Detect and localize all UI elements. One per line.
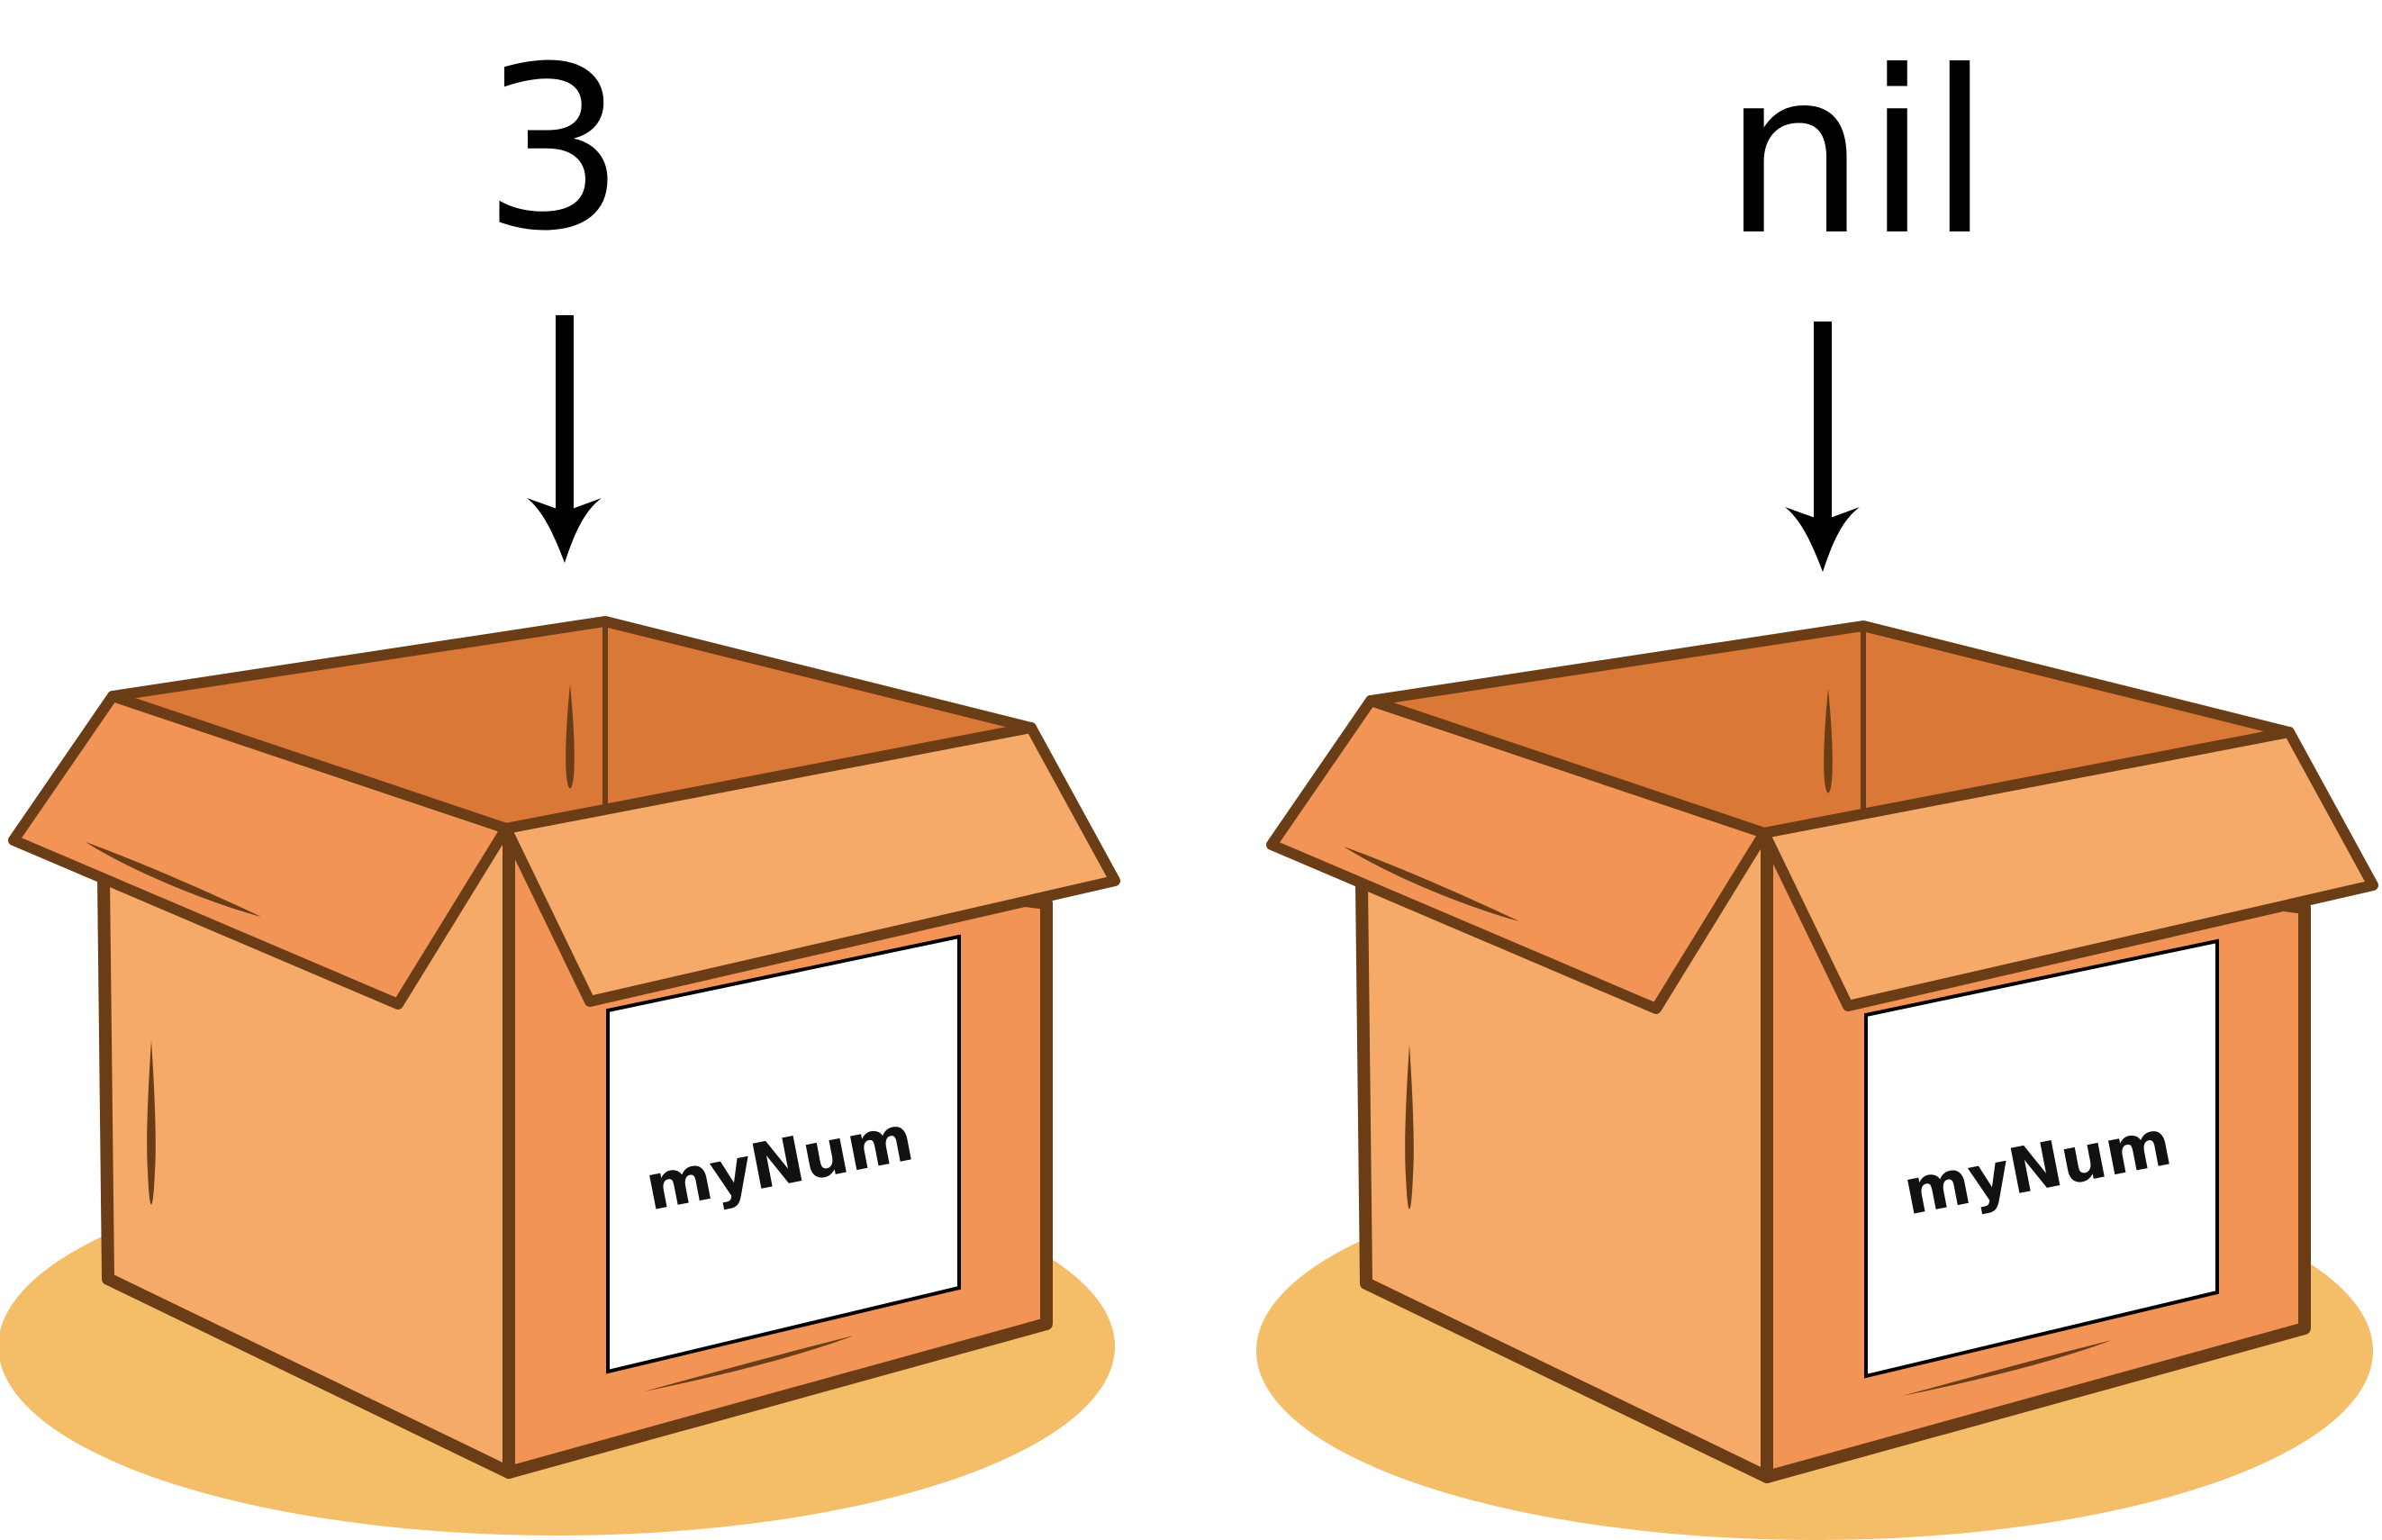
scratch-mark [1902,1340,2112,1396]
arrow-shaft-left [556,315,574,515]
scratch-mark [566,684,575,789]
value-text-right: nil [1723,23,1990,285]
scratch-mark [1824,689,1833,793]
value-text-left: 3 [482,18,625,280]
arrow-right [1785,322,1860,572]
label-card-bg-left [606,934,961,1374]
scratch-mark [1344,847,1519,921]
label-card-left: myNum [606,934,961,1374]
scratch-mark [644,1336,854,1391]
box-group-left: 3 myNu [0,18,1120,1535]
scratch-mark [147,1040,156,1205]
arrow-head-left [527,498,602,563]
arrow-left [527,315,602,563]
arrow-shaft-right [1814,322,1832,521]
box-flap-hinge-left [503,826,593,1004]
label-card-bg-right [1864,938,2219,1379]
box-flap-hinge-right [1762,830,1851,1009]
scratch-mark [86,842,261,917]
label-card-right: myNum [1864,938,2219,1379]
box-flap-crease-right [1368,698,1767,836]
box-flap-crease-left [110,693,509,831]
scratch-mark [1405,1045,1414,1209]
box-group-right: nil myNum [1256,23,2378,1540]
arrow-head-right [1785,507,1860,572]
